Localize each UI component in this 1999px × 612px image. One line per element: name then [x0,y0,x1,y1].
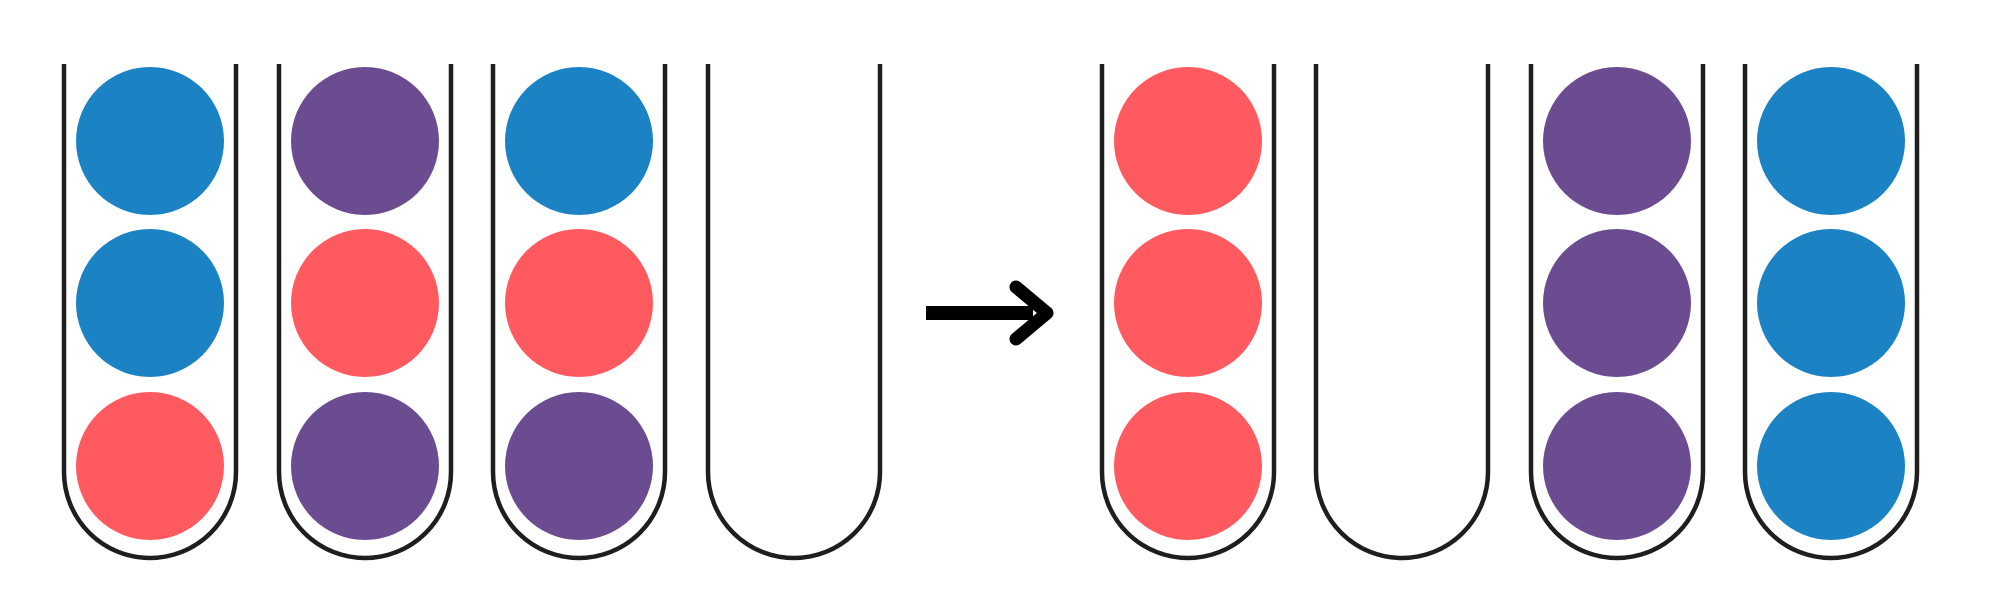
initial-tube-2[interactable] [276,64,454,561]
solved-tube-4[interactable] [1742,64,1920,561]
red-ball[interactable] [76,392,224,540]
purple-ball[interactable] [505,392,653,540]
purple-ball[interactable] [291,392,439,540]
red-ball[interactable] [1114,229,1262,377]
red-ball[interactable] [291,229,439,377]
purple-ball[interactable] [1543,392,1691,540]
purple-ball[interactable] [1543,67,1691,215]
red-ball[interactable] [505,229,653,377]
tube-outline [1528,64,1706,561]
blue-ball[interactable] [76,67,224,215]
purple-ball[interactable] [1543,229,1691,377]
solved-tube-3[interactable] [1528,64,1706,561]
solved-tube-1[interactable] [1099,64,1277,561]
tube-outline [1313,64,1491,561]
purple-ball[interactable] [291,67,439,215]
blue-ball[interactable] [1757,67,1905,215]
tube-outline [490,64,668,561]
red-ball[interactable] [1114,392,1262,540]
solved-tube-2[interactable] [1313,64,1491,561]
initial-tube-4[interactable] [705,64,883,561]
solved-state [1099,64,1920,561]
right-arrow-icon [926,280,1054,346]
tube-outline [1742,64,1920,561]
tube-outline [705,64,883,561]
initial-state [61,64,883,561]
arrow-shaft [926,306,1033,320]
initial-tube-3[interactable] [490,64,668,561]
red-ball[interactable] [1114,67,1262,215]
initial-tube-1[interactable] [61,64,239,561]
tube-outline [1099,64,1277,561]
tube-outline [61,64,239,561]
blue-ball[interactable] [505,67,653,215]
blue-ball[interactable] [1757,229,1905,377]
blue-ball[interactable] [76,229,224,377]
arrow-head [1009,280,1054,346]
blue-ball[interactable] [1757,392,1905,540]
tube-outline [276,64,454,561]
